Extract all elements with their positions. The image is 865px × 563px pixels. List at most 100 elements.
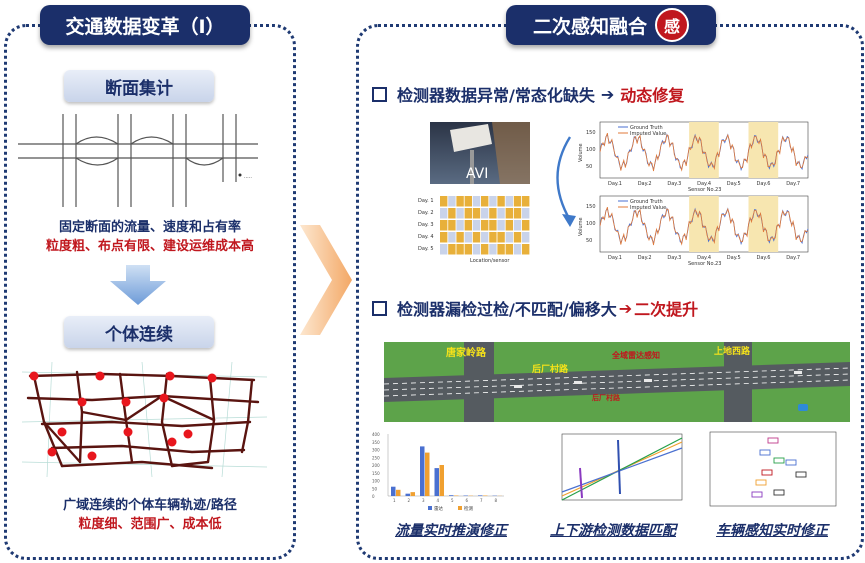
heatmap-cell [440,196,448,207]
road-label-shangdixi: 上地西路 [714,345,751,357]
y-tick-label: 150 [586,204,596,210]
individual-benefits: 粒度细、范围广、成本低 [78,517,222,532]
heatmap-cell [505,196,513,207]
x-tick-label: Day.5 [727,181,741,187]
y-tick-label: 100 [586,147,596,153]
bar-y-tick: 0 [372,494,375,499]
bar [425,452,430,496]
plot-xlabel: Sensor No.23 [688,261,721,267]
series-imputed [599,132,809,172]
avi-label: AVI [466,166,488,182]
checkbox-bullet-icon [372,86,387,102]
heatmap-cell [456,196,464,207]
x-tick-label: Day.5 [727,255,741,261]
heatmap-cell [513,196,522,207]
x-tick-label: Day.7 [786,181,800,187]
radar-road-scene: 唐家岭路 后厂村路 上地西路 全域雷达感知 后厂村路 [384,342,850,422]
road-label-tangjialing: 唐家岭路 [446,346,487,359]
aggregate-desc: 固定断面的流量、速度和占有率 [58,220,241,235]
heatmap-cell [448,208,456,219]
x-tick-label: Day.3 [667,181,681,187]
heatmap-xlabel: Location/sensor [470,258,510,264]
heatmap-cell [489,232,497,243]
plot-ylabel: Volume [578,217,584,236]
upstream-downstream-match-plot [561,433,683,501]
bar-legend-label: 雷达 [434,505,443,512]
bar-x-tick: 6 [466,498,469,503]
heatmap-cell [513,220,522,231]
curved-arrow-icon [556,136,576,227]
bar [439,465,444,496]
heatmap-cell [440,220,448,231]
bar-x-tick: 2 [408,498,411,503]
heatmap-cell [505,208,513,219]
heatmap-cell [489,208,497,219]
bar-legend-swatch [458,506,462,510]
x-tick-label: Day.3 [667,255,681,261]
section-mismatch-header: 检测器漏检过检/不匹配/偏移大 ➔ 二次提升 [372,296,698,320]
heatmap-cell [481,220,489,231]
heatmap-cell [513,208,522,219]
bar [449,495,454,496]
caption-data-matching: 上下游检测数据匹配 [550,523,676,539]
heatmap-cell [489,220,497,231]
heatmap-cell [497,244,505,255]
highlight-band [689,196,719,252]
heatmap-cell [522,244,530,255]
bar [405,493,410,496]
chevron-right-icon [300,225,352,335]
left-title: 交通数据变革（I） [40,5,250,45]
bar-x-tick: 3 [422,498,425,503]
bar [391,486,396,496]
x-tick-label: Day.4 [697,255,711,261]
heatmap-cell [481,196,489,207]
bar-y-tick: 350 [372,440,380,445]
section-heading-aggregate: 断面集计 [64,70,214,102]
heatmap-cell [497,220,505,231]
down-arrow-icon [110,265,166,305]
highlight-band [689,122,719,178]
heatmap-cell [513,232,522,243]
highlight-band [748,196,779,252]
x-tick-label: Day.2 [638,255,652,261]
heatmap-cell [505,244,513,255]
radar-label: 全域雷达感知 [611,350,660,360]
heatmap-cell [448,232,456,243]
bar-x-tick: 4 [437,498,440,503]
heatmap-cell [497,196,505,207]
x-tick-label: Day.6 [757,181,771,187]
svg-text:.....: ..... [244,174,252,180]
heatmap-cell [440,208,448,219]
legend-label: Imputed Value [630,205,666,211]
road-label-houchangcun: 后厂村路 [532,363,569,375]
y-tick-label: 50 [586,164,592,170]
heatmap-row-label: Day. 3 [418,222,434,228]
heatmap-cell [464,244,472,255]
bar-y-tick: 200 [372,463,380,468]
checkbox-bullet-icon [372,300,387,316]
heatmap-cell [464,220,472,231]
heatmap-cell [448,220,456,231]
avi-camera-photo: AVI [430,122,530,184]
trajectory-map [22,362,267,477]
x-tick-label: Day.1 [608,255,622,261]
x-tick-label: Day.1 [608,181,622,187]
heatmap-cell [481,208,489,219]
heatmap-cell [522,232,530,243]
section-anomaly-header: 检测器数据异常/常态化缺失 ➔ 动态修复 [372,82,684,106]
heatmap-cell [513,244,522,255]
heatmap-cell [472,208,481,219]
bar-x-tick: 7 [480,498,483,503]
x-tick-label: Day.2 [638,181,652,187]
heatmap-cell [522,220,530,231]
bar-x-tick: 1 [393,498,396,503]
legend-label: Imputed Value [630,131,666,137]
heatmap-cell [440,244,448,255]
heatmap-cell [481,244,489,255]
plot-xlabel: Sensor No.23 [688,187,721,193]
legend-label: Ground Truth [630,199,663,205]
bar-y-tick: 50 [372,486,378,491]
heatmap-row-label: Day. 2 [418,210,434,216]
